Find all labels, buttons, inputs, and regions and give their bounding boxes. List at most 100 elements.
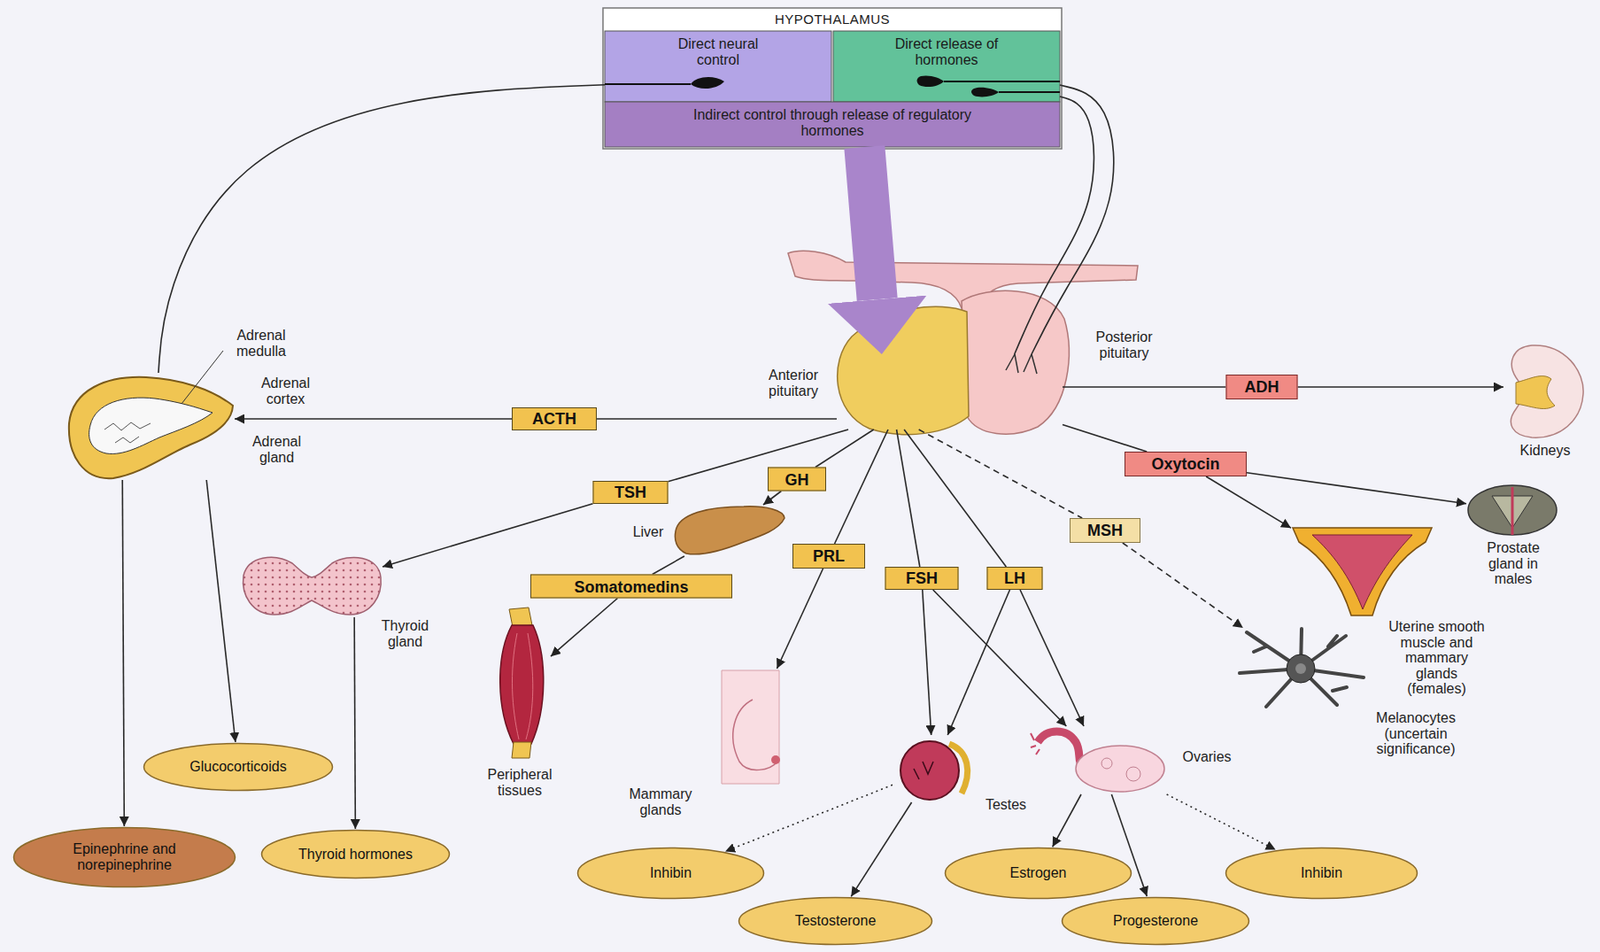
organ-label: Melanocytes (uncertain significance) (1363, 710, 1469, 758)
melanocyte-dendrites (1239, 628, 1364, 707)
oval-shape (1062, 897, 1250, 945)
connector (1020, 589, 1084, 727)
melanocyte-nucleus (1295, 663, 1307, 674)
testis-figure (900, 741, 959, 800)
node-text: HYPOTHALAMUS (602, 7, 1062, 28)
uterus-figure (1292, 527, 1432, 616)
testis-detail (913, 761, 934, 780)
connector (158, 85, 605, 373)
melanocyte-body (1286, 654, 1315, 683)
thyroid-gland: Thyroid gland (239, 554, 383, 618)
leader-line (181, 350, 224, 404)
node-text: ACTH (532, 410, 577, 427)
follicle (1126, 766, 1141, 781)
mammary-gland: Mammary glands (718, 668, 781, 786)
connector (596, 417, 837, 420)
connector (922, 589, 932, 735)
node-text: Glucocorticoids (189, 758, 286, 775)
adrenal-gland: Adrenal gland (66, 372, 235, 480)
organ-label: Adrenal gland (243, 433, 310, 465)
node-text: Thyroid hormones (298, 846, 413, 863)
organ-label: Testes (979, 796, 1033, 813)
node-text: Somatomedins (573, 578, 688, 595)
node-text: LH (1004, 570, 1026, 587)
node-text: GH (785, 471, 810, 487)
oval-shape (578, 848, 765, 899)
urethra (1511, 486, 1515, 535)
axon-terminals (1005, 354, 1037, 374)
breast-panel (721, 670, 780, 784)
connector (896, 429, 920, 567)
hormone-box: LH (987, 566, 1044, 590)
neuron (917, 75, 944, 87)
neuron (690, 77, 725, 89)
melanocyte: Melanocytes (uncertain significance) (1234, 627, 1368, 710)
node-text: Oxytocin (1151, 456, 1220, 472)
hormone-box: Somatomedins (530, 574, 733, 599)
node-text: Inhibin (1300, 865, 1343, 882)
connector (933, 589, 1067, 727)
node-text: Inhibin (649, 865, 692, 882)
product-oval: Glucocorticoids (142, 742, 334, 792)
connector (1246, 472, 1467, 504)
renal-pelvis (1515, 376, 1555, 410)
nipple (771, 755, 781, 765)
connector (1052, 794, 1082, 847)
node-text: ADH (1244, 378, 1280, 395)
product-oval: Progesterone (1060, 896, 1251, 946)
liver-figure (674, 506, 785, 555)
anterior-pituitary: Anterior pituitary (836, 354, 966, 430)
hormone-box: FSH (885, 566, 959, 590)
organ-label: Liver (626, 524, 670, 541)
connector (763, 491, 781, 506)
organ-label: Prostate gland in males (1478, 540, 1548, 588)
hormone-box: ADH (1226, 374, 1299, 400)
tendon (511, 742, 532, 758)
connector (652, 556, 685, 575)
fimbriae (1030, 733, 1040, 755)
node-text: Direct neural control (665, 30, 771, 68)
breast-outline (733, 699, 778, 770)
connector (850, 802, 912, 897)
product-oval: Inhibin (1224, 846, 1419, 900)
hormone-box: TSH (593, 480, 669, 504)
connector (1298, 386, 1505, 388)
ovary-figure (1075, 745, 1165, 792)
hypothalamus-frame (602, 7, 1062, 149)
axon (604, 83, 691, 86)
node-text: Estrogen (1009, 865, 1067, 882)
connector (1167, 794, 1276, 851)
connector (725, 784, 893, 851)
uterine-lining (1312, 534, 1413, 610)
organ-label: Anterior pituitary (754, 367, 833, 399)
indirect-panel (604, 101, 1060, 147)
product-oval: Inhibin (576, 846, 766, 900)
node-text: Progesterone (1113, 912, 1199, 929)
connector (1062, 425, 1147, 452)
prostate-gland: Prostate gland in males (1466, 484, 1561, 536)
connector (1031, 85, 1114, 355)
muscle-figure (500, 625, 544, 744)
node-text: TSH (614, 484, 647, 501)
oval-shape (262, 830, 450, 879)
oval-shape (14, 827, 236, 888)
oval-shape (1226, 848, 1418, 899)
axon (998, 91, 1060, 93)
adrenal-cortex (69, 377, 233, 479)
node-text: Indirect control through release of regu… (686, 101, 979, 139)
epididymis (949, 743, 968, 794)
hormone-box: ACTH (511, 407, 597, 431)
tendon (509, 607, 533, 627)
product-oval: Testosterone (737, 896, 934, 946)
product-oval: Epinephrine and norepinephrine (12, 826, 237, 889)
organ-label: Mammary glands (619, 786, 702, 818)
muscle-fibres (511, 633, 533, 740)
connector (834, 429, 889, 544)
organ-label: Uterine smooth muscle and mammary glands… (1385, 618, 1488, 697)
thyroid-figure (243, 556, 382, 615)
hypothalamus-box: HYPOTHALAMUSDirect neural controlDirect … (602, 7, 1062, 149)
connector (550, 598, 618, 658)
anterior-lobe (837, 306, 969, 434)
connector (1205, 476, 1291, 528)
